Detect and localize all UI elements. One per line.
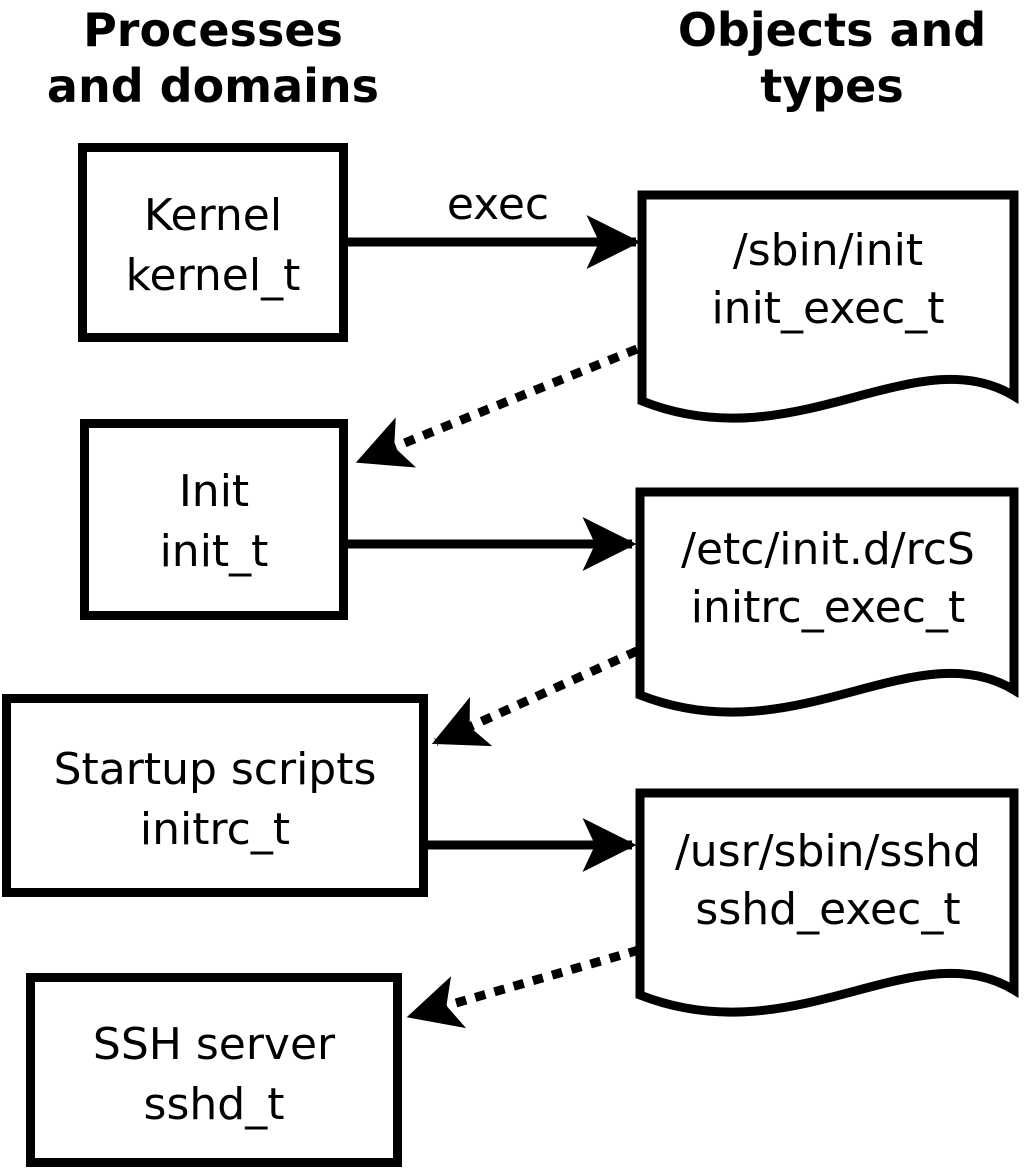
object-sshd-type: sshd_exec_t — [695, 884, 960, 935]
object-sbin-init-path: /sbin/init — [733, 225, 923, 276]
column-header-processes-line1: Processes — [83, 3, 343, 57]
process-kernel-name: Kernel — [144, 190, 282, 241]
object-sbin-init-type: init_exec_t — [711, 283, 944, 334]
process-ssh-type: sshd_t — [144, 1079, 285, 1130]
column-header-processes-line2: and domains — [47, 59, 379, 113]
exec-arrow-label: exec — [447, 179, 549, 230]
column-header-objects-line2: types — [760, 59, 903, 113]
transition-arrow-sshd-exec-to-sshd-t — [406, 945, 641, 1029]
process-init-type: init_t — [160, 526, 269, 577]
process-kernel-type: kernel_t — [126, 250, 301, 301]
transition-arrow-rcS-to-initrc-t — [431, 646, 639, 747]
object-doc-etc-init-d-rcS — [635, 487, 1019, 717]
process-startup-type: initrc_t — [140, 804, 290, 855]
object-rcS-path: /etc/init.d/rcS — [681, 524, 975, 575]
object-doc-usr-sbin-sshd — [635, 788, 1019, 1017]
object-rcS-type: initrc_exec_t — [691, 582, 965, 633]
process-box-startup-scripts — [2, 694, 428, 897]
process-box-ssh-server — [26, 973, 402, 1167]
column-header-objects-line1: Objects and — [678, 3, 986, 57]
object-sshd-path: /usr/sbin/sshd — [675, 826, 981, 877]
object-doc-sbin-init — [637, 190, 1019, 423]
process-init-name: Init — [179, 466, 249, 517]
process-startup-name: Startup scripts — [54, 744, 377, 795]
transition-arrow-sbin-init-to-init-t — [355, 344, 639, 468]
process-box-kernel — [78, 143, 348, 342]
process-box-init — [80, 419, 348, 620]
process-ssh-name: SSH server — [93, 1019, 336, 1070]
